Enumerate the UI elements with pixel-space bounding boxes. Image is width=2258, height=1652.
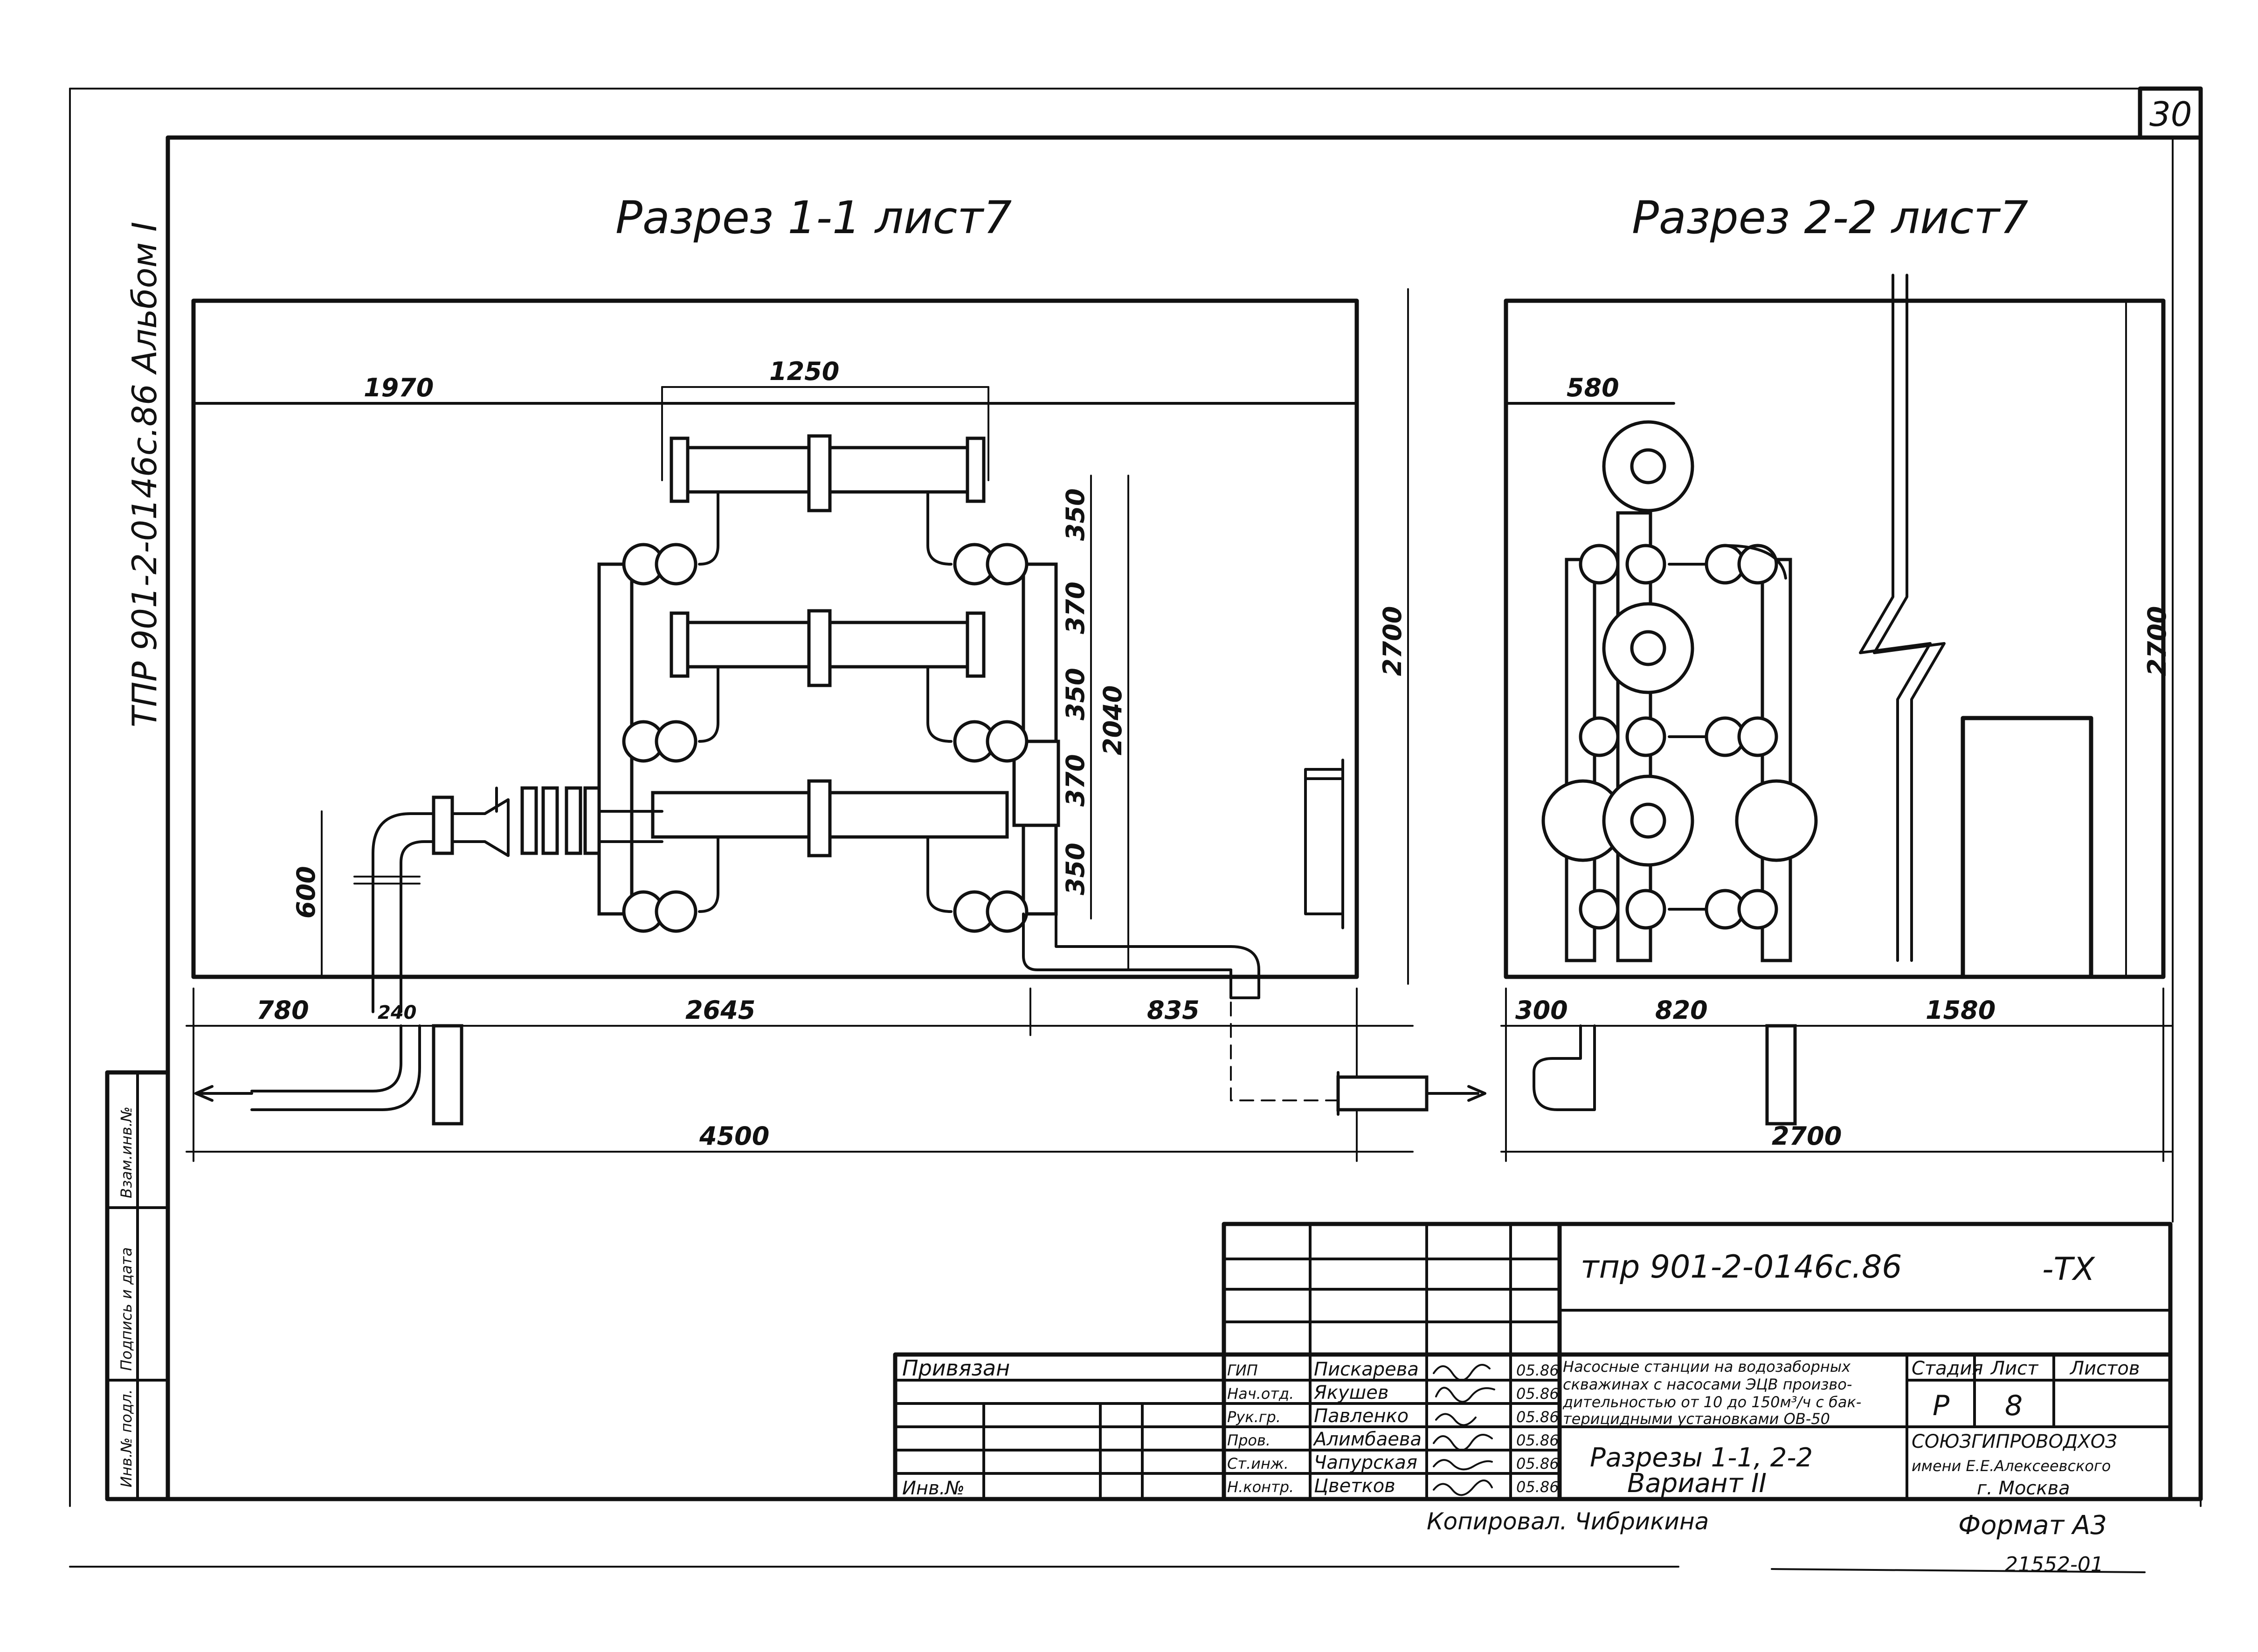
pump-flange-2 [1602, 602, 1694, 694]
title-block [893, 1222, 2173, 1501]
valve-right-3 [926, 836, 1029, 933]
name-4: Чапурская [1314, 1452, 1417, 1473]
header-pipe-mid [670, 609, 986, 687]
role-1: Нач.отд. [1227, 1385, 1294, 1403]
section-1-1: Разрез 1-1 лист7 1970 1250 [186, 192, 1486, 1162]
date-4: 05.86 [1516, 1455, 1559, 1472]
copied-by: Копировал. Чибрикина [1427, 1508, 1709, 1535]
org-line-1: СОЮЗГИПРОВОДХОЗ [1912, 1431, 2117, 1452]
date-0: 05.86 [1516, 1362, 1559, 1379]
sheets-label: Листов [2069, 1358, 2140, 1379]
section-2-2: Разрез 2-2 лист7 [1500, 192, 2174, 1162]
underground-pipes [194, 1002, 1486, 1126]
dim-370-b: 370 [1061, 754, 1090, 807]
org-line-3: г. Москва [1977, 1478, 2070, 1499]
dim-1250: 1250 [769, 357, 839, 386]
doc-suffix: -ТХ [2042, 1251, 2095, 1288]
role-4: Ст.инж. [1227, 1455, 1289, 1472]
dim-2700-s2-v: 2700 [2142, 606, 2172, 676]
dim-370-a: 370 [1061, 581, 1090, 634]
role-3: Пров. [1227, 1431, 1271, 1449]
dim-4500: 4500 [699, 1121, 769, 1151]
dim-2700-s2-h: 2700 [1772, 1121, 1842, 1151]
signature-scribbles [1433, 1364, 1495, 1496]
format-label: Формат А3 [1958, 1510, 2107, 1541]
dim-240: 240 [378, 1002, 417, 1023]
dim-820: 820 [1655, 995, 1708, 1025]
sheet-number: 30 [2149, 95, 2192, 134]
sheet-value: 8 [2005, 1389, 2023, 1422]
dim-350-b: 350 [1061, 668, 1090, 720]
sheet-label: Лист [1990, 1358, 2039, 1379]
name-0: Пискарева [1314, 1359, 1419, 1380]
header-pipe-bottom [651, 779, 1009, 857]
name-1: Якушев [1313, 1382, 1388, 1403]
outlet-pipeline [1022, 912, 1260, 999]
dim-1580: 1580 [1926, 995, 1996, 1025]
pump-flange-1 [1602, 420, 1694, 512]
dim-2700-s1: 2700 [1378, 606, 1407, 676]
role-5: Н.контр. [1227, 1478, 1294, 1496]
date-5: 05.86 [1516, 1478, 1559, 1496]
stage-label: Стадия [1912, 1358, 1983, 1379]
header-pipe-top [670, 434, 986, 512]
side-stamp-1: Инв.№ подл. [117, 1389, 135, 1487]
date-2: 05.86 [1516, 1408, 1559, 1426]
project-desc-1: скважинах с насосами ЭЦВ произво- [1563, 1376, 1852, 1393]
side-stamp-3: Взам.инв.№ [117, 1106, 135, 1198]
dim-835: 835 [1147, 995, 1200, 1025]
inlet-pipeline [353, 786, 663, 1013]
dim-350-a: 350 [1061, 488, 1090, 541]
valve-left-2 [622, 665, 719, 763]
valve-left-3 [622, 836, 719, 933]
inv-no-label: Инв.№ [902, 1478, 965, 1499]
stage-value: Р [1933, 1389, 1950, 1422]
date-1: 05.86 [1516, 1385, 1559, 1403]
dim-1970: 1970 [364, 373, 434, 402]
side-stamp-2: Подпись и дата [117, 1247, 135, 1371]
project-desc-2: дительностью от 10 до 150м³/ч с бак- [1562, 1393, 1861, 1411]
section-1-title: Разрез 1-1 лист7 [615, 192, 1012, 244]
dim-350-c: 350 [1061, 843, 1090, 895]
archive-number: 21552-01 [2005, 1553, 2104, 1576]
dim-780: 780 [256, 995, 309, 1025]
role-0: ГИП [1227, 1362, 1258, 1379]
dim-580: 580 [1567, 373, 1619, 402]
date-3: 05.86 [1516, 1431, 1559, 1449]
dim-600: 600 [291, 866, 321, 919]
project-desc-0: Насосные станции на водозаборных [1563, 1358, 1851, 1376]
valve-right-2 [926, 665, 1029, 763]
name-2: Павленко [1314, 1405, 1409, 1427]
name-3: Алимбаева [1312, 1429, 1422, 1450]
side-stamp-column [105, 1070, 170, 1501]
privyazan-label: Привязан [902, 1355, 1010, 1381]
section-2-title: Разрез 2-2 лист7 [1632, 192, 2028, 244]
role-2: Рук.гр. [1227, 1408, 1281, 1426]
album-label: ТПР 901-2-0146с.86 Альбом I [125, 222, 164, 727]
name-5: Цветков [1314, 1475, 1395, 1497]
dim-2040: 2040 [1098, 685, 1127, 755]
project-desc-3: терицидными установками ОВ-50 [1563, 1410, 1830, 1428]
valve-right-1 [926, 491, 1029, 586]
sheet-frame [69, 86, 2203, 1573]
doc-code: тпр 901-2-0146с.86 [1581, 1249, 1902, 1286]
dim-2645: 2645 [685, 995, 755, 1025]
dim-300: 300 [1515, 995, 1568, 1025]
sheet-title-2: Вариант II [1627, 1468, 1767, 1499]
valve-left-1 [622, 491, 719, 586]
org-line-2: имени Е.Е.Алексеевского [1912, 1457, 2111, 1475]
sheet-title-1: Разрезы 1-1, 2-2 [1590, 1443, 1813, 1473]
pump-flange-3 [1541, 774, 1818, 867]
